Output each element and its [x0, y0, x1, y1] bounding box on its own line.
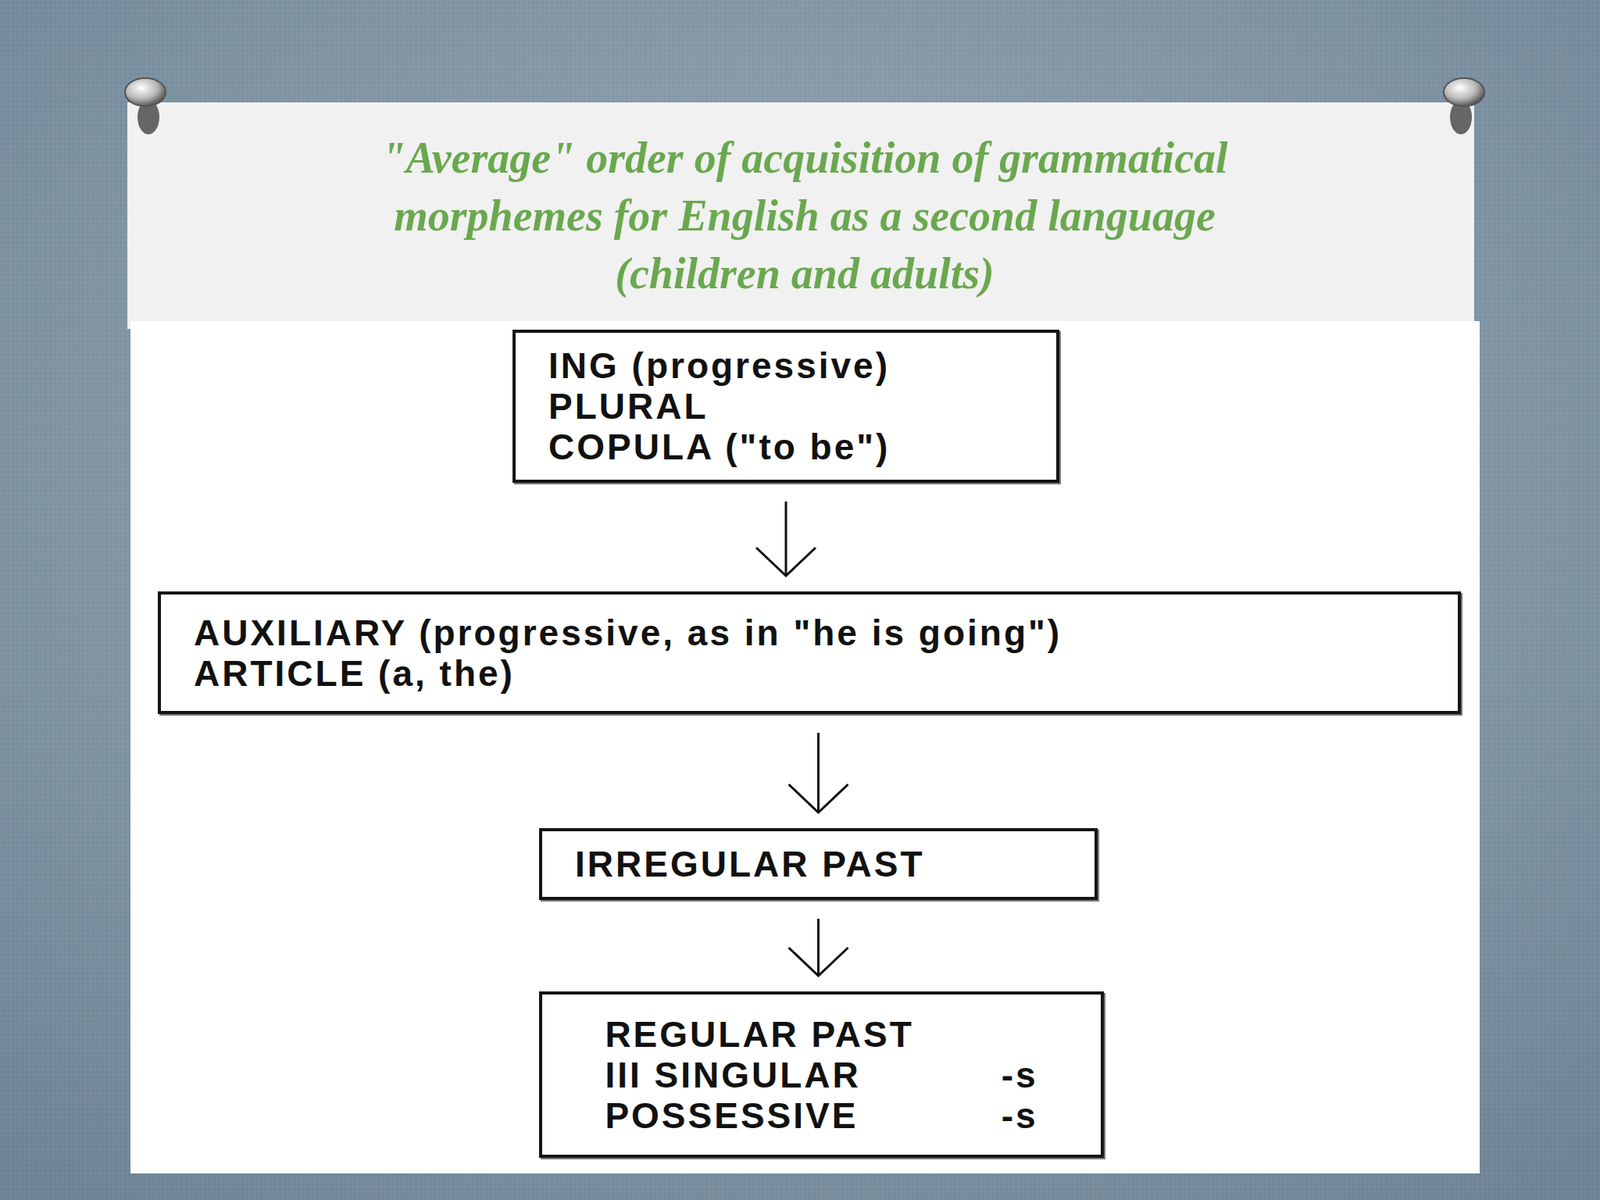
pin-right	[1443, 78, 1485, 135]
process-box: REGULAR PASTIII SINGULAR-sPOSSESSIVE-s	[539, 991, 1104, 1158]
morpheme-label: COPULA ("to be")	[548, 426, 1024, 468]
slide-title: "Average" order of acquisition of gramma…	[316, 128, 1293, 303]
morpheme-label: POSSESSIVE	[604, 1095, 861, 1136]
morpheme-label: ARTICLE (a, the)	[193, 653, 1425, 694]
flow-arrow	[785, 501, 788, 576]
flow-arrow	[817, 732, 820, 813]
morpheme-label: III SINGULAR	[604, 1054, 861, 1096]
morpheme-label: ING (progressive)	[548, 345, 1024, 386]
morpheme-label: AUXILIARY (progressive, as in "he is goi…	[193, 612, 1425, 654]
flow-arrow	[817, 918, 820, 976]
process-box: ING (progressive)PLURALCOPULA ("to be")	[512, 329, 1060, 483]
image-panel	[130, 321, 1480, 1174]
process-box: IRREGULAR PAST	[539, 828, 1098, 900]
morpheme-label: -s	[1001, 1054, 1039, 1096]
title-panel	[127, 102, 1475, 329]
morpheme-label: REGULAR PAST	[604, 1014, 1038, 1055]
process-box: AUXILIARY (progressive, as in "he is goi…	[157, 591, 1461, 715]
morpheme-label: IRREGULAR PAST	[575, 843, 1062, 885]
pin-left	[125, 78, 166, 135]
morpheme-label: -s	[1001, 1095, 1039, 1136]
morpheme-label: PLURAL	[548, 385, 1024, 427]
